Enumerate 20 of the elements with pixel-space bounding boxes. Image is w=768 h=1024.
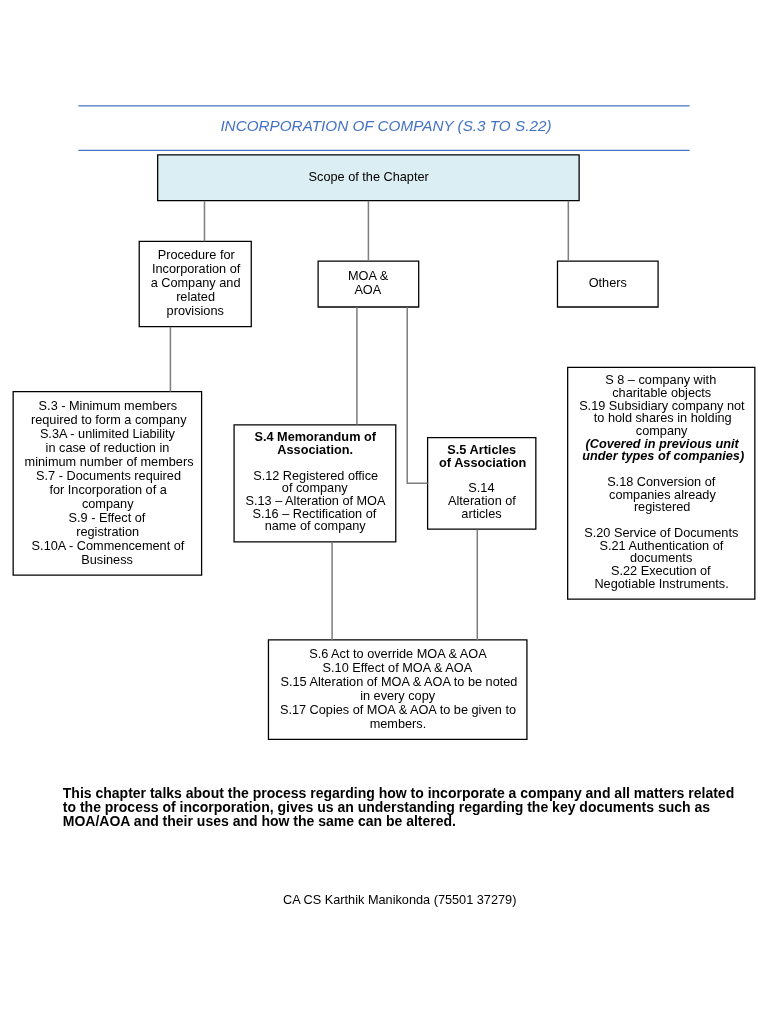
node-box: S.6 Act to override MOA & AOA S.10 Effect of MOA & AOA S.15 Alteration of MOA & AOA to be noted in every copy S.17 Copies of MOA & AOA to be given to members. <box>267 639 528 740</box>
node-box: S.5 Articles of Association S.14 Alteration of articles <box>426 436 537 530</box>
node-box: Procedure for Incorporation of a Company and related provisions <box>138 240 252 328</box>
label: This chapter talks about the process regarding how to incorporate a company and all matters related to the process of incorporation, gives us an understanding regarding the key documents such as MOA/AOA and their uses and how the same can be altered. <box>62 784 735 829</box>
label: CA CS Karthik Manikonda (75501 37279) <box>283 892 517 908</box>
node-box: MOA & AOA <box>317 260 420 308</box>
diagram-title: INCORPORATION OF COMPANY (S.3 TO S.22) <box>220 116 552 134</box>
connector <box>169 326 172 393</box>
connector <box>331 541 333 641</box>
node-box: Others <box>556 260 659 308</box>
node-box: Scope of the Chapter <box>157 154 580 202</box>
connector <box>367 200 370 262</box>
connector <box>567 200 570 262</box>
connector <box>203 200 206 243</box>
connector <box>356 306 358 426</box>
connector <box>476 528 479 641</box>
node-box: S 8 – company with charitable objects S.19 Subsidiary company not to hold shares in holding company (Covered in previous unit under types of companies) S.18 Conversion of companies already registered S.20 Service of Documents S.21 Authentication of documents S.22 Execution of Negotiable Instruments. <box>567 366 756 600</box>
connector <box>406 306 429 485</box>
node-box: S.3 - Minimum members required to form a company S.3A - unlimited Liability in case of reduction in minimum number of members S.7 - Documents required for Incorporation of a company S.9 - Effect of registration S.10A - Commencement of Business <box>12 391 203 576</box>
node-box: S.4 Memorandum of Association. S.12 Registered office of company S.13 – Alteration of MOA S.16 – Rectification of name of company <box>233 424 397 543</box>
